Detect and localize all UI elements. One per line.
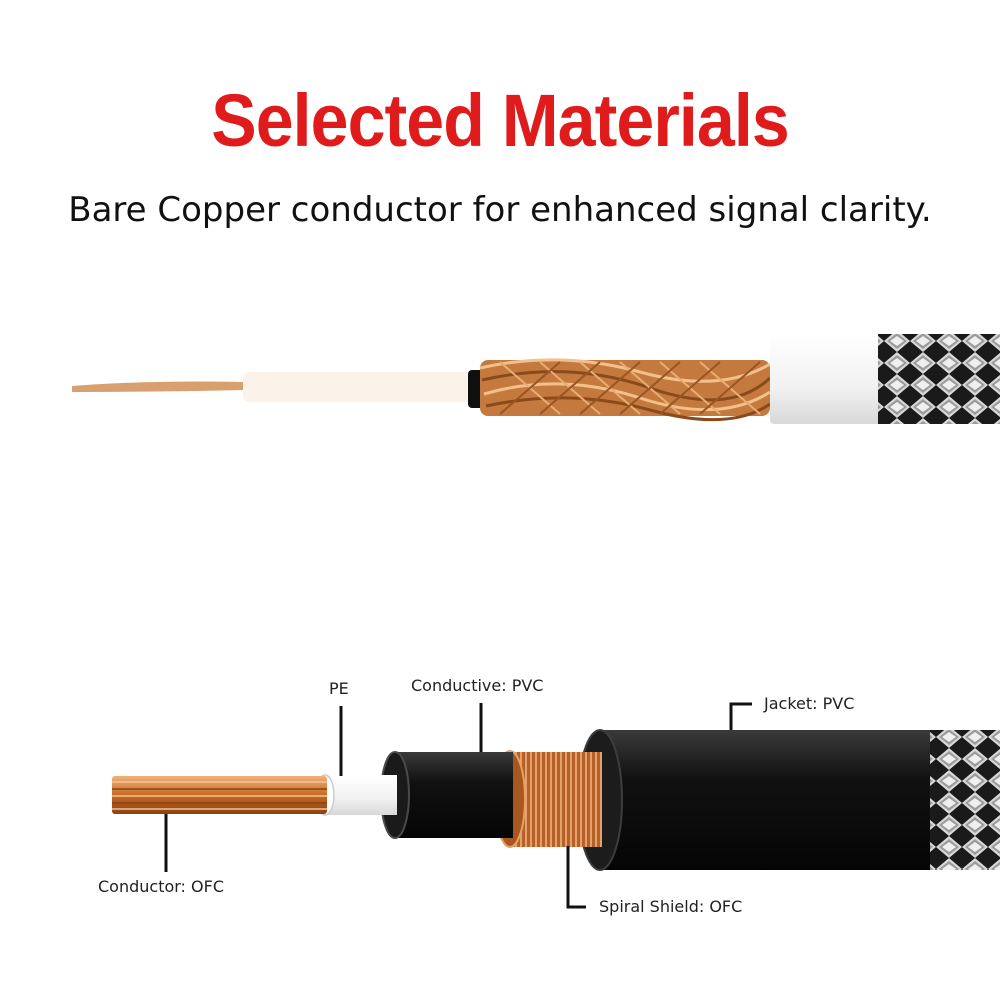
page-title: Selected Materials [211,79,789,162]
conductive-pvc-body [395,752,513,838]
ofc-conductor-strands [112,776,327,814]
diagram-braid [925,730,1000,870]
conductive-label: Conductive: PVC [411,676,543,695]
pe-label: PE [329,679,349,698]
jacket-body [600,730,930,870]
shield-leader [566,846,586,909]
page-subtitle: Bare Copper conductor for enhanced signa… [68,190,932,230]
white-insulation [243,372,473,402]
white-outer-sleeve [770,334,880,424]
shield-label: Spiral Shield: OFC [599,897,742,916]
center-conductor [72,381,245,392]
jacket-label: Jacket: PVC [763,694,854,713]
braided-jacket [878,334,1000,424]
jacket-leader [729,702,752,730]
cable-layer-diagram: PE Conductive: PVC Jacket: PVC Conductor… [98,676,1000,916]
pe-insulation-body [325,775,397,815]
stripped-cable-photo [72,334,1000,424]
conductor-label: Conductor: OFC [98,877,224,896]
copper-braid-shield [479,358,772,422]
